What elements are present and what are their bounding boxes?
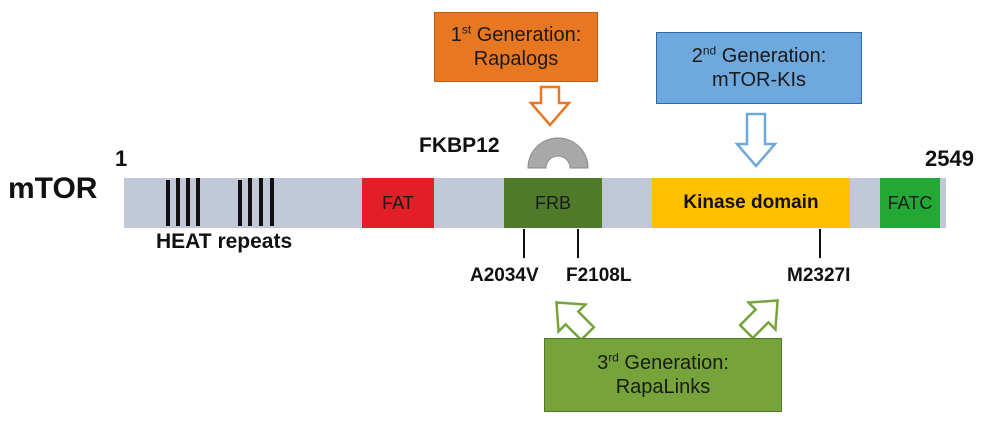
second-generation-drug: mTOR-KIs [711, 69, 807, 91]
third-gen-arrow-left-icon [555, 301, 596, 342]
fkbp12-label: FKBP12 [419, 134, 500, 157]
second-gen-arrow-icon [734, 112, 778, 168]
domain-kinase: Kinase domain [652, 178, 850, 228]
first-generation-drug: Rapalogs [473, 48, 559, 70]
heat-repeat-stripes [166, 178, 274, 226]
third-generation-box: 3rd Generation: RapaLinks [544, 338, 782, 412]
protein-name: mTOR [8, 172, 98, 205]
second-generation-title: 2nd Generation: [691, 43, 827, 67]
third-generation-title: 3rd Generation: [597, 350, 729, 374]
mutation-a2034v: A2034V [470, 265, 539, 286]
first-generation-box: 1st Generation: Rapalogs [434, 12, 598, 82]
second-generation-box: 2nd Generation: mTOR-KIs [656, 32, 862, 104]
protein-start: 1 [115, 146, 128, 171]
third-gen-arrow-right-icon [738, 299, 779, 340]
mutation-m2327i: M2327I [787, 265, 851, 286]
protein-end: 2549 [925, 146, 974, 171]
first-generation-title: 1st Generation: [450, 22, 582, 46]
first-gen-arrow-icon [528, 85, 572, 127]
domain-frb: FRB [504, 178, 602, 228]
fkbp12-arc-icon [527, 137, 589, 169]
domain-fat: FAT [362, 178, 434, 228]
mutation-f2108l: F2108L [566, 265, 632, 286]
heat-repeats-label: HEAT repeats [156, 230, 293, 253]
domain-fatc: FATC [880, 178, 940, 228]
third-generation-drug: RapaLinks [615, 376, 711, 398]
